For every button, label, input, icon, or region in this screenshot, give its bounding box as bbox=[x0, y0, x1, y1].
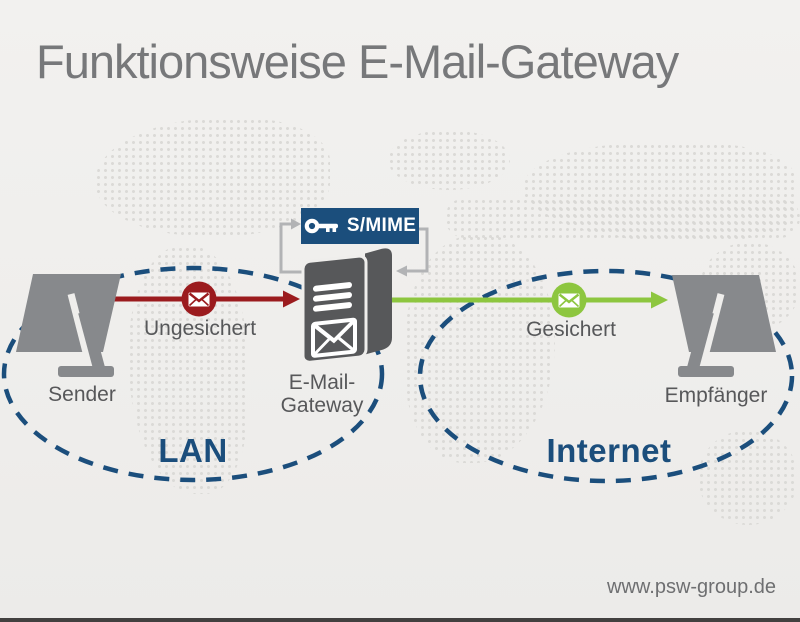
map-dots-africa bbox=[405, 235, 555, 463]
map-dots-north-america bbox=[95, 118, 330, 236]
server-vent-bars bbox=[313, 282, 352, 312]
internet-zone-ellipse bbox=[417, 268, 795, 484]
map-dots-asia-band bbox=[445, 198, 800, 238]
sender-label: Sender bbox=[48, 383, 116, 406]
gateway-loop-right-arrow bbox=[396, 227, 429, 277]
lan-zone-label: LAN bbox=[158, 432, 228, 469]
gateway-loop-left-arrow bbox=[279, 218, 305, 274]
smime-badge: S/MIME bbox=[301, 208, 419, 244]
lan-zone-ellipse bbox=[1, 265, 385, 483]
key-icon bbox=[304, 218, 338, 234]
gateway-label: E-Mail- Gateway bbox=[252, 371, 392, 417]
secured-mail-icon bbox=[551, 282, 587, 318]
map-dots-europe bbox=[388, 130, 510, 190]
bottom-edge-bar bbox=[0, 618, 800, 622]
receiver-label: Empfänger bbox=[664, 384, 768, 407]
page-title: Funktionsweise E-Mail-Gateway bbox=[36, 35, 679, 88]
gateway-label-line1: E-Mail- bbox=[288, 371, 356, 394]
unsecured-label: Ungesichert bbox=[143, 317, 257, 340]
website-url: www.psw-group.de bbox=[607, 576, 776, 598]
internet-zone-label: Internet bbox=[546, 432, 672, 469]
gateway-label-line2: Gateway bbox=[280, 394, 364, 417]
server-envelope-icon bbox=[311, 317, 357, 358]
sender-monitor-icon bbox=[16, 274, 121, 377]
receiver-monitor-icon bbox=[672, 275, 776, 377]
unsecured-mail-icon bbox=[181, 281, 217, 317]
secured-label: Gesichert bbox=[526, 318, 616, 341]
smime-label: S/MIME bbox=[346, 215, 417, 236]
gateway-server-icon bbox=[301, 248, 392, 364]
secured-flow-arrow bbox=[390, 291, 668, 309]
